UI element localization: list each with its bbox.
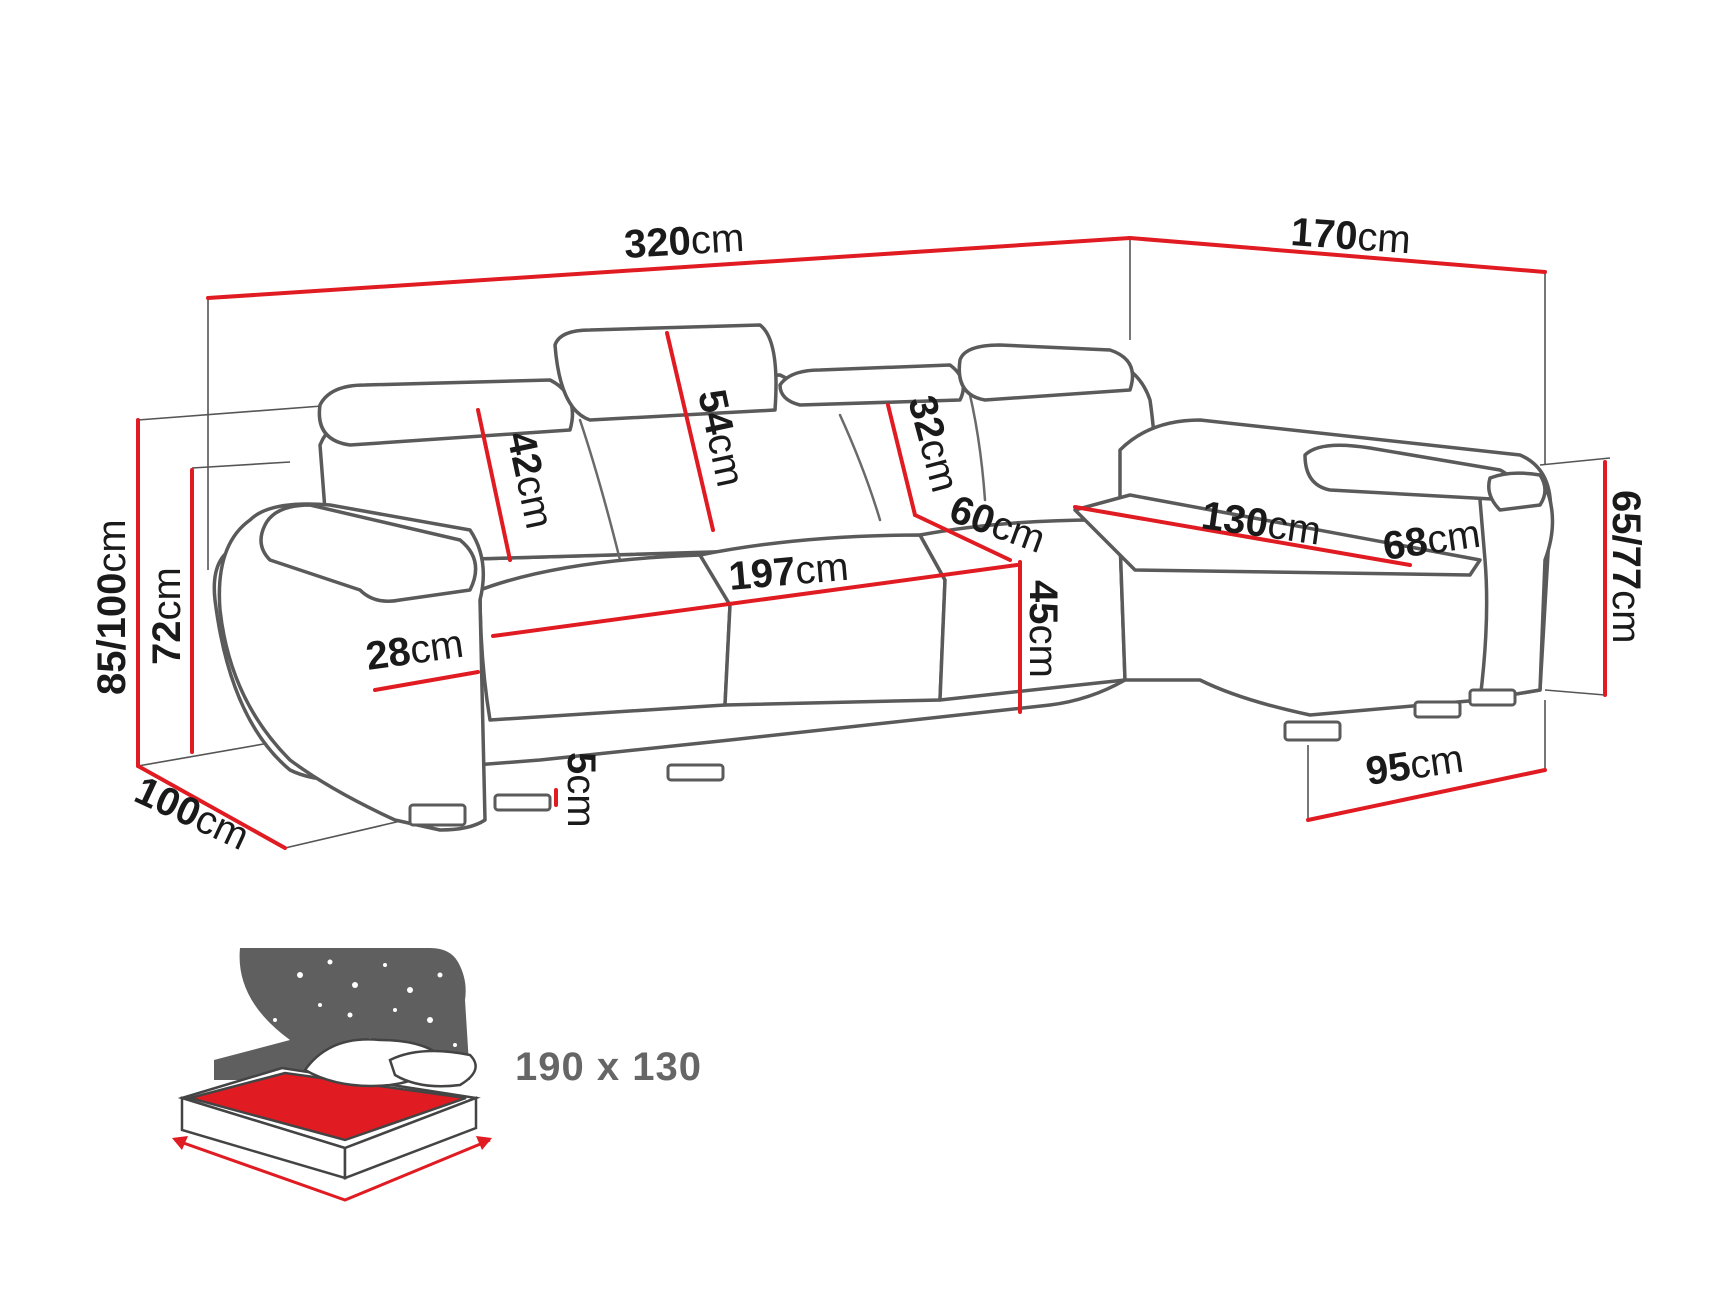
dim-line-28 — [373, 670, 480, 692]
bed-size-label: 190 x 130 — [515, 1045, 702, 1089]
left-armrest-pad — [259, 503, 478, 603]
sofa-outline — [212, 323, 1555, 832]
dim-line-42 — [476, 408, 512, 562]
headrest-center — [553, 323, 778, 422]
label-320: 320cm — [623, 216, 746, 267]
label-28: 28cm — [363, 622, 466, 679]
leg — [666, 763, 725, 782]
dim-line-320 — [206, 236, 1132, 300]
label-130: 130cm — [1199, 493, 1324, 553]
label-197: 197cm — [727, 545, 850, 599]
leg — [1468, 688, 1517, 707]
dim-line-32 — [886, 403, 917, 517]
label-68: 68cm — [1380, 512, 1483, 569]
label-65-77: 65/77cm — [1604, 490, 1648, 643]
leg — [408, 803, 467, 827]
dim-line-60 — [913, 513, 1012, 562]
seat-cushion-left — [478, 553, 732, 722]
headrest-right — [957, 343, 1135, 402]
label-95: 95cm — [1363, 737, 1466, 794]
label-54: 54cm — [689, 386, 752, 491]
dim-line-170 — [1128, 236, 1547, 274]
label-42: 42cm — [498, 428, 561, 533]
dim-line-100 — [136, 764, 287, 850]
dim-line-95 — [1306, 768, 1547, 822]
leg — [493, 793, 552, 812]
chaise-armrest — [1478, 480, 1555, 702]
label-72: 72cm — [145, 567, 189, 665]
label-170: 170cm — [1289, 210, 1412, 262]
label-100: 100cm — [128, 768, 255, 859]
leg — [1283, 720, 1342, 742]
chaise-armrest-cap — [1487, 471, 1547, 512]
dim-line-54 — [665, 331, 715, 532]
dimension-lines — [136, 236, 1607, 850]
chaise-seat — [1073, 493, 1482, 577]
label-45: 45cm — [1021, 580, 1065, 678]
label-5: 5cm — [559, 752, 603, 828]
leg — [1413, 700, 1462, 719]
dim-line-197 — [491, 563, 1019, 638]
dim-line-130 — [1073, 505, 1412, 567]
label-85-100: 85/100cm — [90, 519, 134, 695]
sleeping-bed-icon — [172, 948, 492, 1202]
